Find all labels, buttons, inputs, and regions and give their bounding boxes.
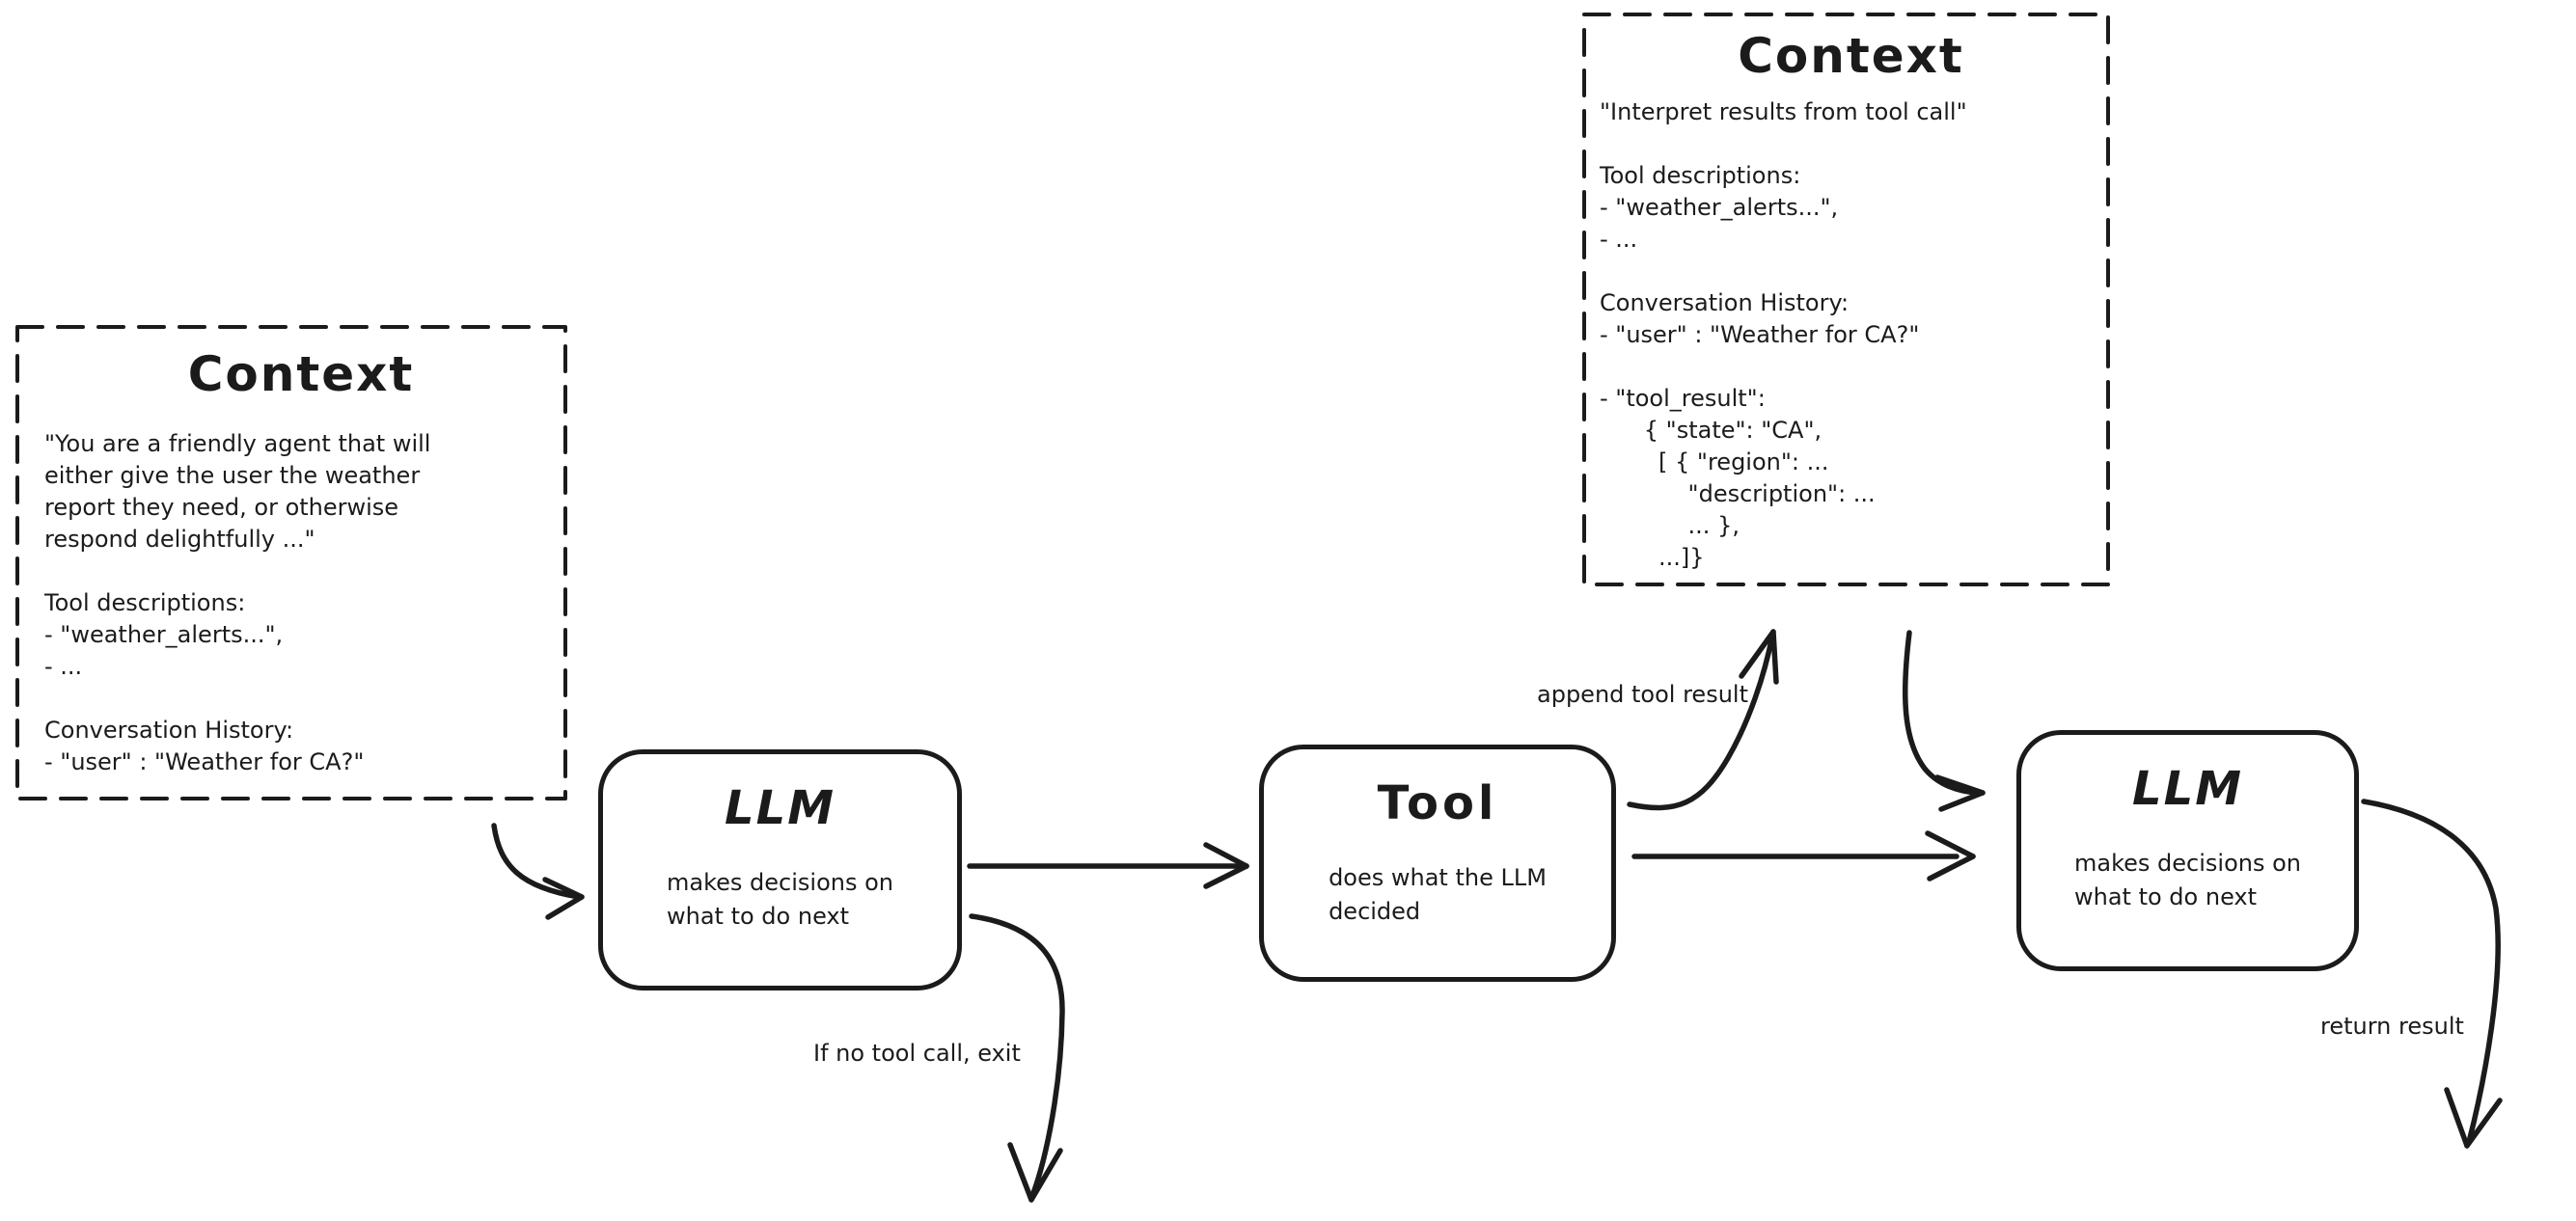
arrow-context-left-to-llm1 [491, 823, 585, 920]
context-box-initial-body: "You are a friendly agent that will eith… [44, 430, 431, 775]
llm-node-1-subtitle: makes decisions on what to do next [667, 869, 893, 930]
context-box-initial: Context "You are a friendly agent that w… [15, 325, 567, 800]
arrow-llm2-return [2361, 799, 2503, 1149]
context-box-tool-result-body: "Interpret results from tool call" Tool … [1600, 98, 1967, 571]
llm-node-1: LLM makes decisions on what to do next [598, 749, 962, 990]
tool-node: Tool does what the LLM decided [1259, 745, 1616, 982]
edge-label-if-no-tool-call-exit: If no tool call, exit [813, 1040, 1021, 1067]
arrow-llm1-to-tool [967, 842, 1249, 889]
llm-node-2-title: LLM [2132, 762, 2243, 816]
llm-node-2: LLM makes decisions on what to do next [2016, 730, 2359, 971]
llm-node-1-title: LLM [725, 781, 836, 835]
context-box-tool-result-title: Context [1738, 28, 1964, 84]
tool-node-subtitle: does what the LLM decided [1329, 864, 1547, 925]
llm-node-2-subtitle: makes decisions on what to do next [2074, 850, 2301, 910]
context-box-tool-result: Context "Interpret results from tool cal… [1582, 13, 2110, 586]
tool-node-title: Tool [1377, 776, 1498, 830]
arrow-tool-to-llm2 [1631, 830, 1976, 882]
edge-label-append-tool-result: append tool result [1537, 681, 1748, 708]
arrow-tool-to-context-top [1627, 629, 1779, 811]
context-box-initial-title: Context [187, 346, 415, 402]
arrow-context-top-to-llm2 [1902, 630, 1986, 812]
edge-label-return-result: return result [2320, 1013, 2464, 1040]
